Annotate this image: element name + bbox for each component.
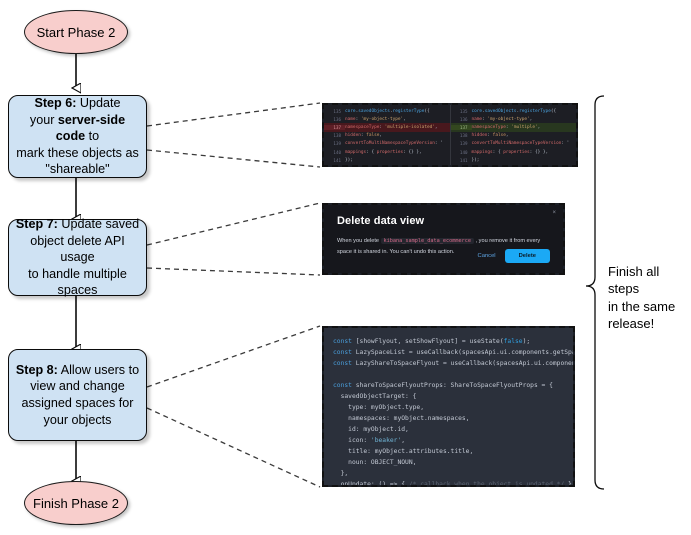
diff-line-number: 135 — [333, 108, 341, 114]
modal-body-pre: When you delete — [337, 238, 381, 244]
node-step-8[interactable]: Step 8: Allow users to view and change a… — [8, 349, 147, 441]
node-finish-label: Finish Phase 2 — [33, 495, 119, 511]
code-line: const shareToSpaceFlyoutProps: ShareToSp… — [333, 382, 553, 389]
diff-line-text: }); — [471, 157, 480, 163]
node-start-phase-2[interactable]: Start Phase 2 — [24, 10, 128, 54]
code-line: title: myObject.attributes.title, — [333, 448, 474, 455]
diff-line-number: 140 — [459, 149, 468, 155]
diff-line-text: name: 'my-object-type', — [345, 116, 406, 122]
cancel-button[interactable]: Cancel — [477, 253, 496, 259]
node-step-6-text: Step 6: Update your server-side code to … — [16, 95, 139, 177]
diff-row: 139 convertToMultiNamespaceTypeVersion: … — [451, 140, 577, 148]
diff-row: 135 core.savedObjects.registerType({ — [324, 107, 450, 115]
diff-line-number: 137 — [450, 124, 472, 130]
code-line: namespaces: myObject.namespaces, — [333, 415, 470, 422]
code-line: onUpdate: () => { /* callback when the o… — [333, 481, 575, 487]
callout-step7-bottom — [146, 267, 321, 276]
diff-line-text: mappings: { properties: {} }, — [471, 149, 549, 155]
diff-line-number: 140 — [333, 149, 341, 155]
close-icon[interactable]: × — [552, 210, 556, 216]
diff-row: 139 convertToMultiNamespaceTypeVersion: … — [324, 140, 450, 148]
diff-line-number: 141 — [333, 157, 341, 163]
diff-row: 137 namespaceType: 'multiple', — [450, 123, 576, 132]
diff-line-text: core.savedObjects.registerType({ — [471, 108, 557, 114]
diff-row: 142} — [451, 164, 577, 165]
modal-body-post: , you remove it from every space it is s… — [337, 238, 541, 255]
code-line: const LazySpaceList = useCallback(spaces… — [333, 349, 575, 356]
diff-row: 141}); — [324, 156, 450, 164]
diff-line-text: convertToMultiNamespaceTypeVersion: ' — [345, 141, 443, 147]
release-brace — [585, 95, 605, 490]
node-step-6[interactable]: Step 6: Update your server-side code to … — [8, 95, 147, 178]
code-line — [333, 369, 564, 380]
code-line: id: myObject.id, — [333, 426, 409, 433]
code-line: savedObjectTarget: { — [333, 393, 417, 400]
diff-line-text: namespaceType: 'multiple', — [471, 124, 541, 130]
code-line: type: myObject.type, — [333, 404, 424, 411]
callout-step7-top — [146, 202, 321, 246]
diff-line-text: name: 'my-object-type', — [471, 116, 533, 122]
step-7-strong: Step 7: — [15, 216, 58, 231]
diff-line-text: hidden: false, — [471, 133, 509, 139]
code-line: }, — [333, 470, 349, 477]
node-step-8-text: Step 8: Allow users to view and change a… — [15, 362, 140, 427]
diff-line-number: 135 — [459, 108, 468, 114]
node-start-label: Start Phase 2 — [36, 24, 116, 40]
step-6-strong: Step 6: — [34, 95, 77, 110]
callout-step6-bottom — [146, 149, 321, 168]
code-line: icon: 'beaker', — [333, 437, 406, 444]
release-note-text: Finish all steps in the same release! — [608, 264, 676, 331]
screenshot-delete-data-view-modal: × Delete data view When you delete kiban… — [322, 203, 565, 275]
node-step-7[interactable]: Step 7: Update saved object delete API u… — [8, 216, 147, 298]
code-viewer: const [showFlyout, setShowFlyout] = useS… — [324, 328, 573, 485]
data-view-name-code: kibana_sample_data_ecommerce — [380, 238, 474, 244]
code-line: noun: OBJECT_NOUN, — [333, 459, 417, 466]
diff-line-number: 141 — [459, 157, 468, 163]
diff-row: 138 hidden: false, — [451, 132, 577, 140]
step-8-strong: Step 8: — [15, 362, 58, 377]
diff-line-number: 139 — [459, 141, 468, 147]
diff-line-text: mappings: { properties: {} }, — [345, 149, 422, 155]
diff-line-text: namespaceType: 'multiple-isolated', — [345, 124, 438, 130]
diff-line-number: 136 — [459, 116, 468, 122]
diff-row: 136 name: 'my-object-type', — [324, 115, 450, 123]
node-finish-phase-2[interactable]: Finish Phase 2 — [24, 481, 128, 525]
diff-row: 136 name: 'my-object-type', — [451, 115, 577, 123]
modal-actions: Cancel Delete — [478, 249, 550, 263]
diff-line-number: 136 — [333, 116, 341, 122]
diff-line-text: }); — [345, 157, 353, 163]
modal-title: Delete data view — [337, 215, 425, 227]
diff-line-text: core.savedObjects.registerType({ — [345, 108, 430, 114]
callout-step8-top — [146, 325, 321, 388]
modal-body: When you delete kibana_sample_data_ecomm… — [337, 236, 550, 257]
diff-row: 142} — [324, 164, 450, 165]
diff-line-text: hidden: false, — [345, 133, 383, 139]
diff-line-number: 138 — [333, 133, 341, 139]
diff-row: 137 namespaceType: 'multiple-isolated', — [324, 123, 450, 132]
delete-button[interactable]: Delete — [504, 249, 550, 263]
diff-row: 138 hidden: false, — [324, 132, 450, 140]
diff-line-number: 139 — [333, 141, 341, 147]
diff-row: 141}); — [451, 156, 577, 164]
diff-row: 140 mappings: { properties: {} }, — [451, 148, 577, 156]
callout-step6-top — [146, 102, 321, 127]
code-line: const LazyShareToSpaceFlyout = useCallba… — [333, 360, 575, 367]
diff-line-text: convertToMultiNamespaceTypeVersion: ' — [471, 141, 570, 147]
screenshot-share-to-space-flyout-code: const [showFlyout, setShowFlyout] = useS… — [322, 326, 575, 487]
code-line: const [showFlyout, setShowFlyout] = useS… — [333, 338, 531, 345]
diff-line-number: 138 — [459, 133, 468, 139]
delete-data-view-modal: × Delete data view When you delete kiban… — [324, 205, 563, 273]
node-step-7-text: Step 7: Update saved object delete API u… — [15, 216, 140, 298]
callout-step8-bottom — [146, 407, 321, 488]
diff-row: 140 mappings: { properties: {} }, — [324, 148, 450, 156]
diff-line-number: 137 — [324, 124, 345, 130]
